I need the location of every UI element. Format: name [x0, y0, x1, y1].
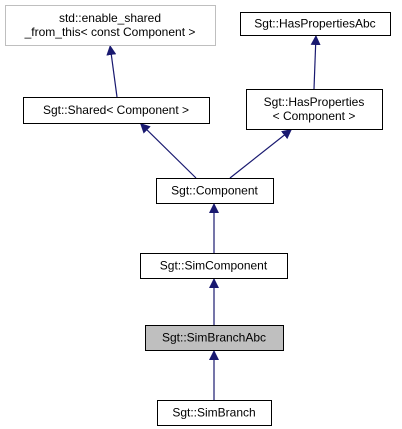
- node-box-has-properties-abc: [240, 12, 391, 36]
- node-box-sim-branch-abc: [145, 325, 284, 351]
- node-sim-branch[interactable]: Sgt::SimBranch: [157, 400, 272, 426]
- edge-component-to-has-properties: [229, 128, 293, 179]
- node-label-sim-branch-line-1: Sgt::SimBranch: [172, 406, 255, 420]
- node-label-component-line-1: Sgt::Component: [171, 184, 258, 198]
- node-box-sim-component: [140, 253, 288, 279]
- node-label-enable-shared-line-1: std::enable_shared: [59, 11, 161, 25]
- node-label-sim-component-line-1: Sgt::SimComponent: [160, 259, 268, 273]
- node-label-enable-shared-line-2: _from_this< const Component >: [24, 25, 196, 39]
- node-label-sim-branch-abc-line-1: Sgt::SimBranchAbc: [162, 331, 266, 345]
- node-label-has-properties-abc-line-1: Sgt::HasPropertiesAbc: [254, 17, 375, 31]
- node-box-shared: [23, 97, 210, 124]
- node-enable-shared: std::enable_shared_from_this< const Comp…: [5, 5, 216, 46]
- node-box-has-properties: [246, 89, 383, 130]
- node-shared[interactable]: Sgt::Shared< Component >: [23, 97, 210, 124]
- node-has-properties-abc[interactable]: Sgt::HasPropertiesAbc: [240, 12, 391, 36]
- node-has-properties[interactable]: Sgt::HasProperties< Component >: [246, 89, 383, 130]
- node-sim-branch-abc[interactable]: Sgt::SimBranchAbc: [145, 325, 284, 351]
- edges-layer: [106, 34, 321, 400]
- node-label-shared-line-1: Sgt::Shared< Component >: [43, 103, 189, 117]
- node-label-has-properties-line-2: < Component >: [273, 109, 356, 123]
- nodes-layer: std::enable_shared_from_this< const Comp…: [5, 5, 391, 426]
- node-box-component: [156, 178, 274, 204]
- edge-component-to-shared: [139, 122, 197, 179]
- node-sim-component[interactable]: Sgt::SimComponent: [140, 253, 288, 279]
- node-component[interactable]: Sgt::Component: [156, 178, 274, 204]
- edge-has-properties-to-has-properties-abc: [310, 34, 321, 90]
- node-box-sim-branch: [157, 400, 272, 426]
- node-box-enable-shared: [5, 5, 216, 46]
- edge-shared-to-enable-shared: [106, 44, 118, 98]
- node-label-has-properties-line-1: Sgt::HasProperties: [264, 95, 365, 109]
